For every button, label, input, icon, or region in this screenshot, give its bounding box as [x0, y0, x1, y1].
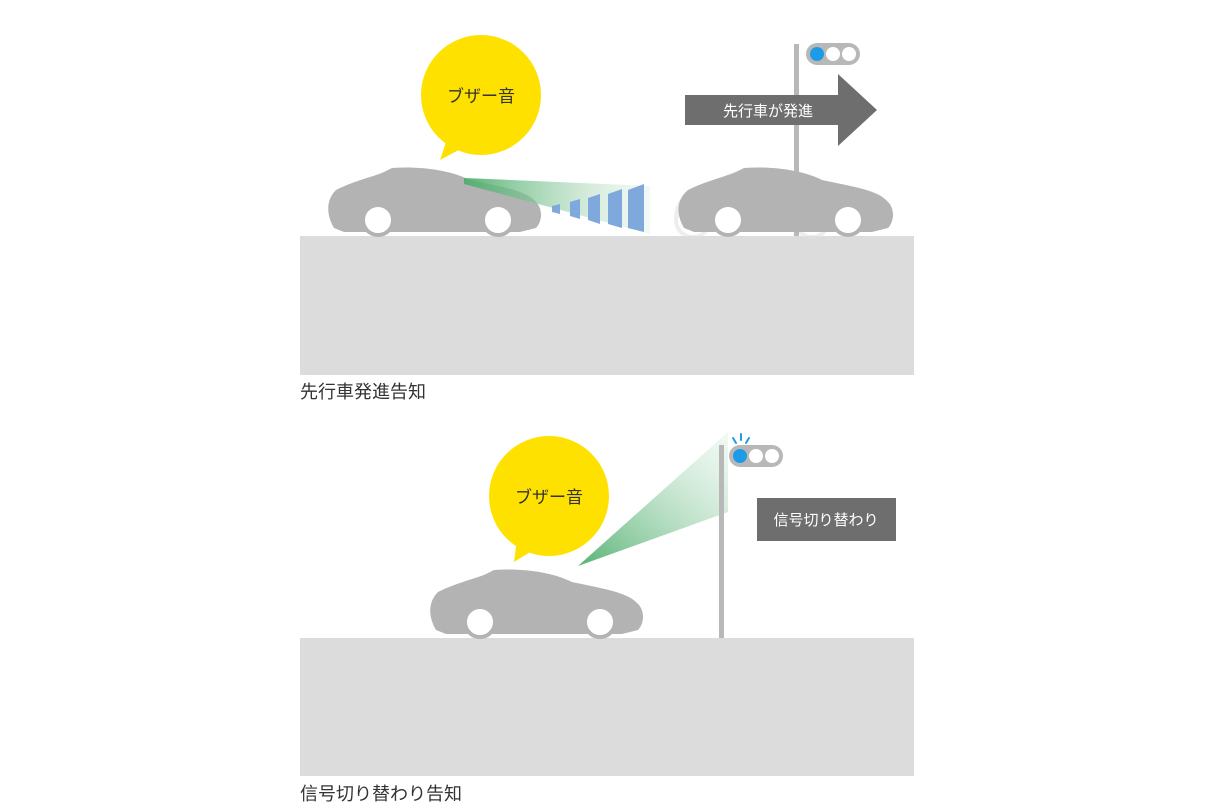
panel-leading-car-start: 先行車が発進 ブザー音: [300, 35, 914, 375]
arrow-label: 先行車が発進: [723, 102, 813, 120]
sensor-wave-bars: [552, 184, 644, 232]
own-car: [328, 167, 541, 237]
leading-car-start-arrow: 先行車が発進: [685, 74, 877, 146]
signal-lamp-icon: [842, 47, 856, 61]
traffic-signal: [729, 433, 783, 467]
signal-flash-icon: [732, 433, 750, 444]
panel-signal-change: 信号切り替わり ブザー音: [300, 432, 914, 776]
leading-car: [678, 167, 893, 237]
label-text: 信号切り替わり: [773, 511, 878, 529]
traffic-signal: [806, 43, 860, 65]
ground: [300, 236, 914, 375]
signal-lamp-icon: [749, 449, 763, 463]
signal-lamp-green-icon: [810, 47, 824, 61]
buzzer-bubble: ブザー音: [489, 436, 609, 562]
signal-lamp-icon: [826, 47, 840, 61]
signal-pole: [794, 44, 799, 236]
buzzer-bubble: ブザー音: [421, 35, 541, 160]
own-car: [430, 569, 643, 639]
ground: [300, 638, 914, 776]
caption-signal-change: 信号切り替わり告知: [300, 784, 462, 805]
signal-lamp-green-icon: [733, 449, 747, 463]
bubble-text: ブザー音: [515, 487, 583, 508]
signal-pole: [719, 445, 724, 638]
signal-change-label: 信号切り替わり: [757, 498, 896, 541]
caption-leading-car-start: 先行車発進告知: [300, 382, 426, 403]
signal-lamp-icon: [765, 449, 779, 463]
bubble-text: ブザー音: [447, 86, 515, 107]
sensor-beam: [578, 432, 728, 566]
